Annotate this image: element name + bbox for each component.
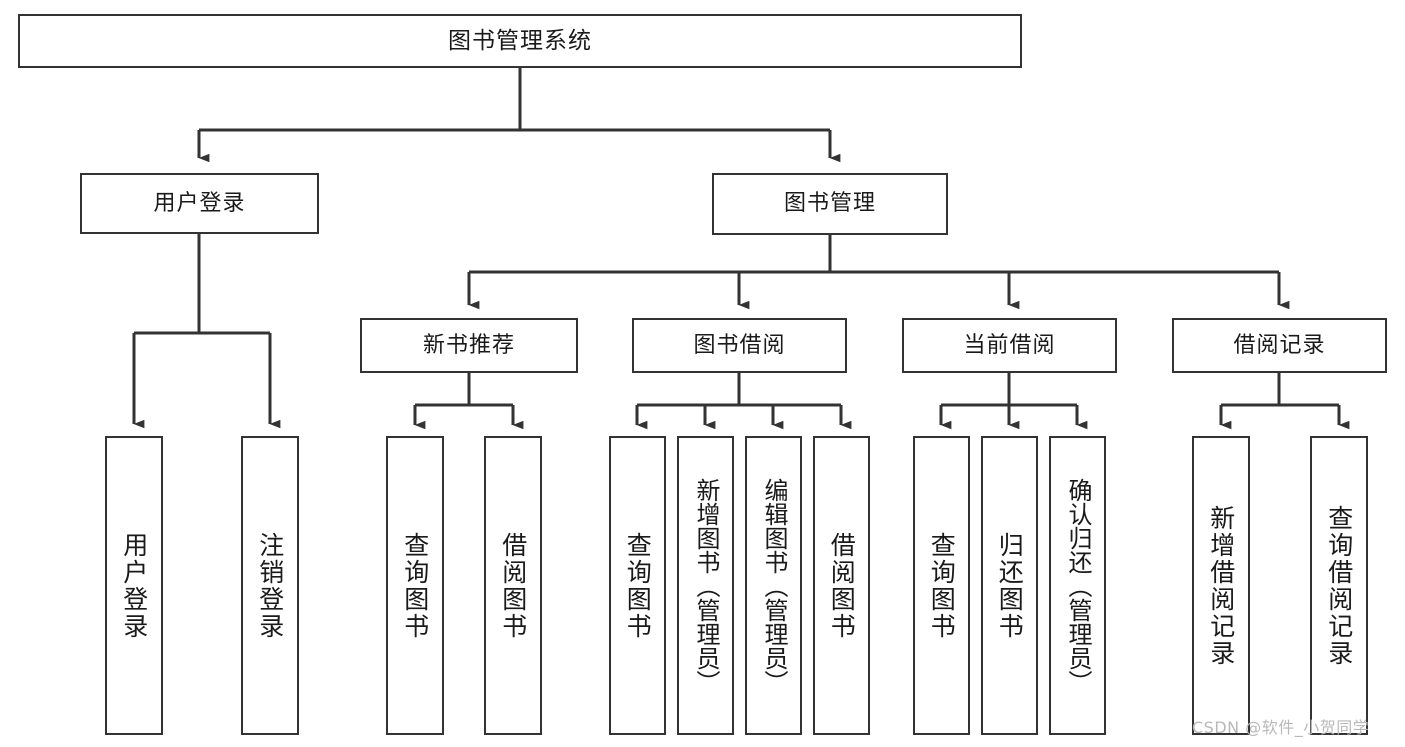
node-new-book-recommend[interactable]: 新书推荐 — [360, 318, 578, 373]
node-label: 新书推荐 — [422, 332, 515, 358]
node-label: 用户登录 — [119, 531, 149, 640]
node-label: 借阅记录 — [1233, 332, 1326, 358]
csdn-watermark: CSDN @软件_小贺同学 — [1192, 718, 1370, 737]
node-borrow-record[interactable]: 借阅记录 — [1172, 318, 1387, 373]
node-label: 图书借阅 — [693, 332, 786, 358]
node-leaf-return-book[interactable]: 归还图书 — [981, 436, 1038, 735]
node-label: 归还图书 — [995, 531, 1025, 640]
node-label: 查询借阅记录 — [1324, 504, 1354, 667]
node-leaf-query-book-2[interactable]: 查询图书 — [609, 436, 666, 735]
node-label: 查询图书 — [400, 531, 430, 640]
node-leaf-confirm-return-admin[interactable]: 确认归还（管理员） — [1049, 436, 1106, 735]
node-leaf-query-book-1[interactable]: 查询图书 — [386, 436, 444, 735]
node-label: 查询图书 — [927, 531, 957, 640]
node-leaf-add-book-admin[interactable]: 新增图书（管理员） — [677, 436, 734, 735]
node-label: 编辑图书（管理员） — [759, 477, 788, 694]
node-book-borrow[interactable]: 图书借阅 — [632, 318, 847, 373]
node-label: 图书管理系统 — [448, 27, 592, 54]
node-label: 确认归还（管理员） — [1063, 477, 1092, 694]
node-label: 新增借阅记录 — [1206, 504, 1236, 667]
node-leaf-query-book-3[interactable]: 查询图书 — [913, 436, 970, 735]
node-label: 注销登录 — [255, 531, 285, 640]
node-leaf-add-borrow-record[interactable]: 新增借阅记录 — [1192, 436, 1250, 735]
node-current-borrow[interactable]: 当前借阅 — [902, 318, 1117, 373]
node-leaf-borrow-book-2[interactable]: 借阅图书 — [813, 436, 870, 735]
node-leaf-query-borrow-record[interactable]: 查询借阅记录 — [1310, 436, 1368, 735]
node-label: 图书管理 — [783, 191, 876, 216]
node-leaf-edit-book-admin[interactable]: 编辑图书（管理员） — [745, 436, 802, 735]
node-leaf-borrow-book-1[interactable]: 借阅图书 — [484, 436, 542, 735]
node-book-management[interactable]: 图书管理 — [712, 173, 948, 235]
node-root-book-management-system[interactable]: 图书管理系统 — [18, 14, 1022, 68]
node-label: 当前借阅 — [963, 332, 1056, 358]
node-leaf-user-login[interactable]: 用户登录 — [105, 436, 163, 735]
node-label: 用户登录 — [153, 190, 246, 216]
node-label: 查询图书 — [623, 531, 653, 640]
node-leaf-logout-login[interactable]: 注销登录 — [241, 436, 299, 735]
node-label: 借阅图书 — [827, 531, 857, 640]
node-label: 新增图书（管理员） — [691, 477, 720, 694]
node-user-login[interactable]: 用户登录 — [80, 173, 319, 234]
node-label: 借阅图书 — [498, 531, 528, 640]
